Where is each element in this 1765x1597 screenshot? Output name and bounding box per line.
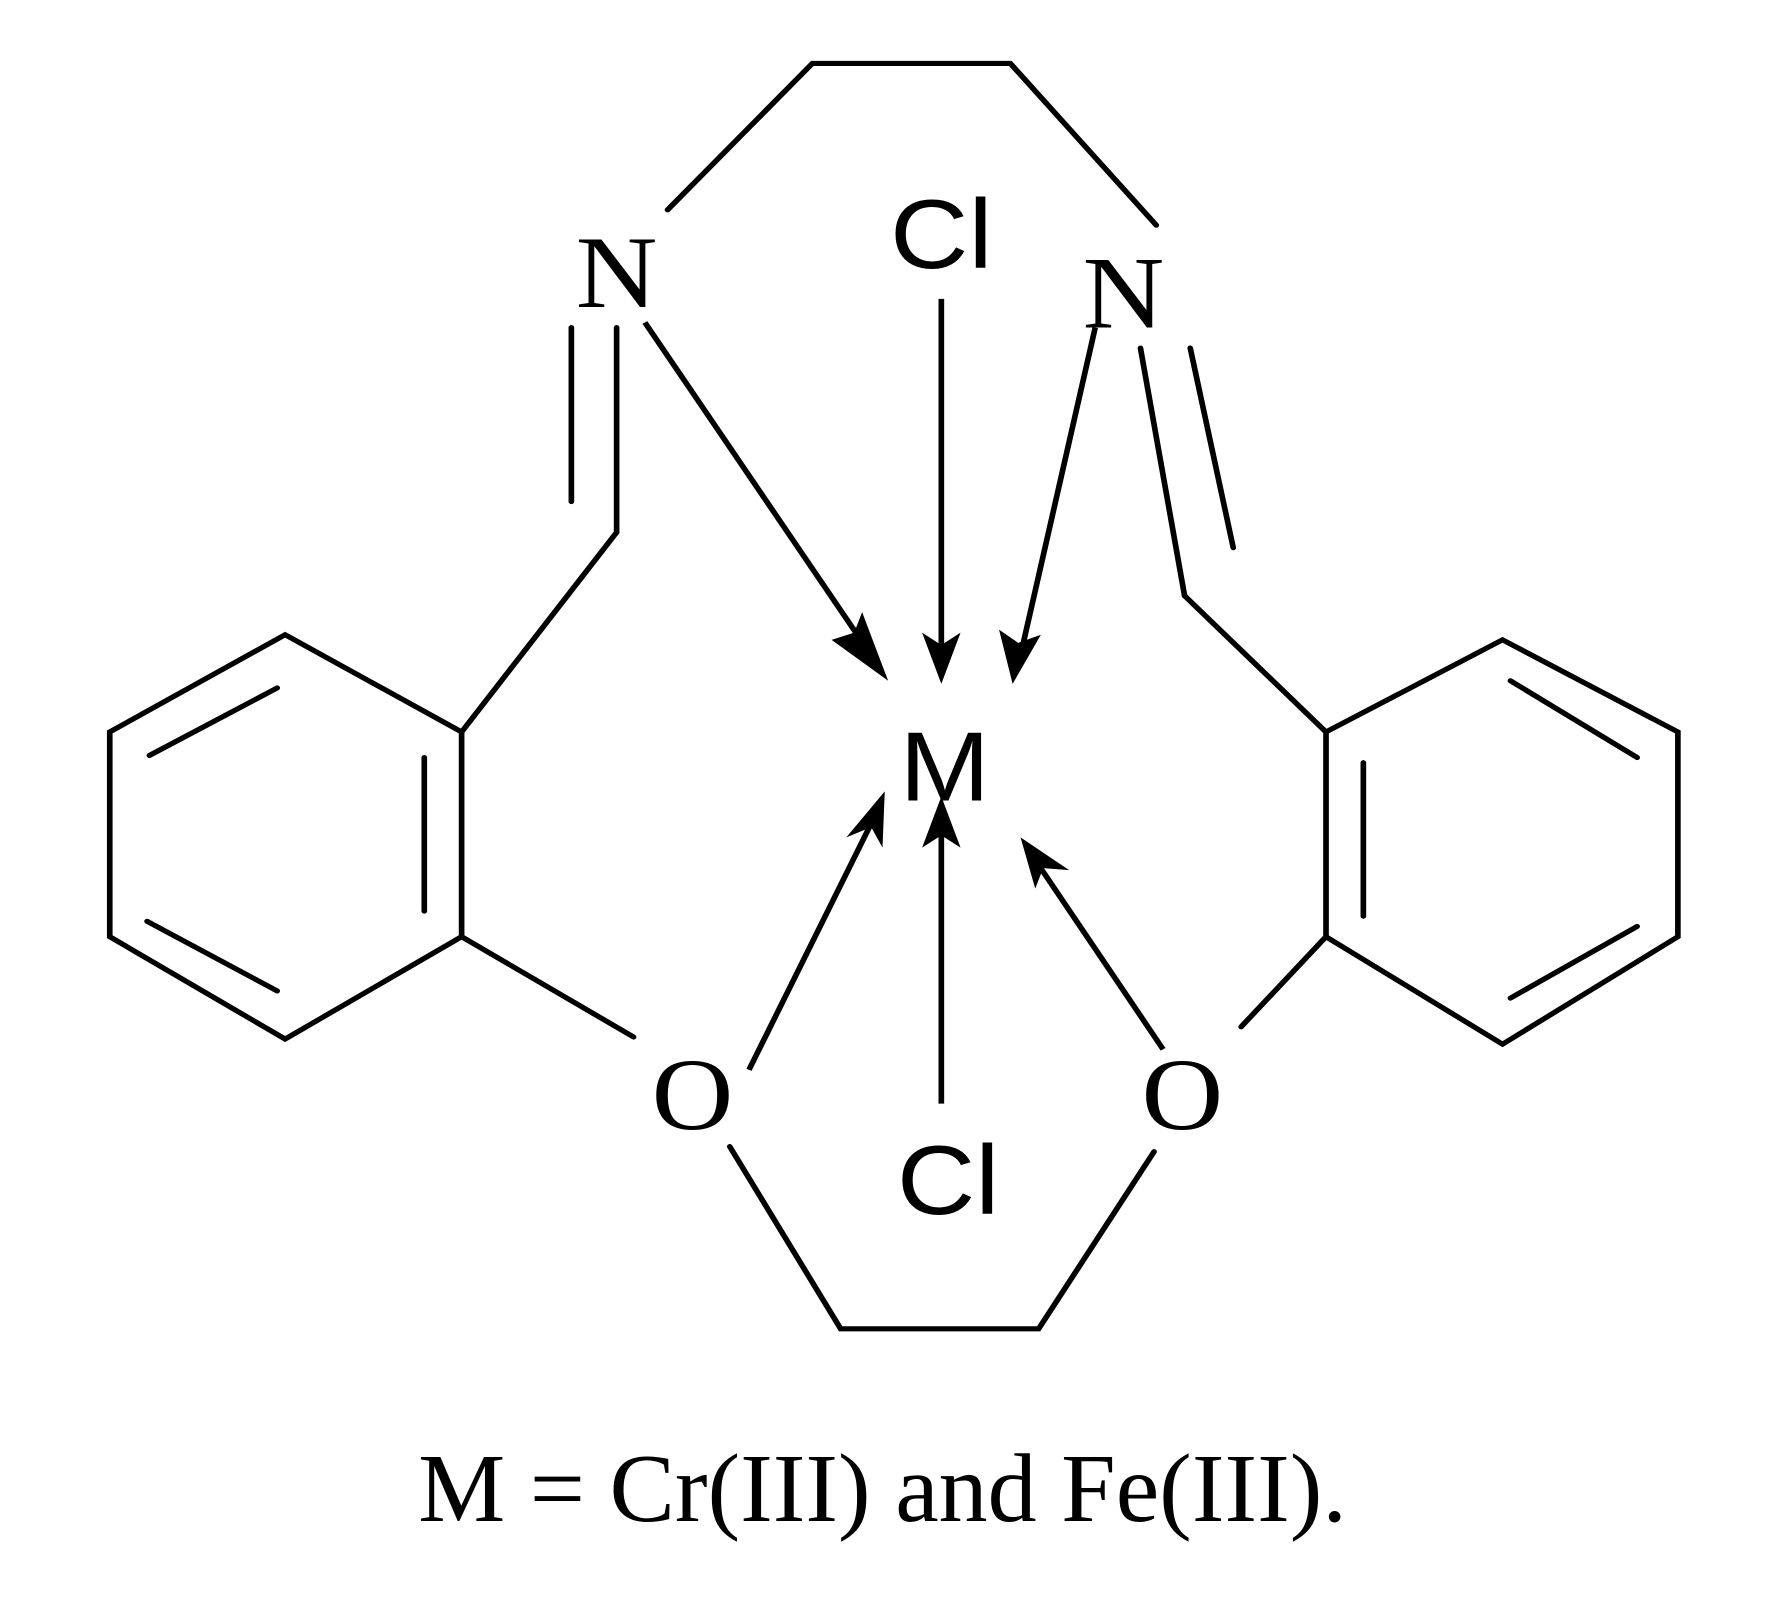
figure-caption: M = Cr(III) and Fe(III).: [418, 1435, 1347, 1543]
left-imine-group: [458, 325, 620, 735]
arrow-o-right-to-metal: [1020, 837, 1166, 1051]
atom-label-o-right: O: [1141, 1039, 1223, 1152]
atom-label-cl-top: Cl: [890, 179, 993, 289]
arrow-n-right-to-metal: [999, 327, 1098, 684]
arrow-n-left-to-metal: [642, 321, 889, 681]
right-benzene-ring: [1323, 636, 1681, 1048]
right-imine-group: [1137, 345, 1329, 735]
arrow-cl-bottom-to-metal: [922, 796, 961, 1104]
left-aryl-oxygen-bond: [458, 934, 637, 1040]
arrow-cl-top-to-metal: [922, 298, 961, 684]
top-ethylene-bridge: [664, 60, 1160, 228]
atom-label-metal: M: [899, 711, 989, 821]
atom-label-cl-bottom: Cl: [897, 1125, 1000, 1235]
bottom-ethylene-bridge: [726, 1144, 1157, 1332]
atom-label-n-left: N: [576, 217, 658, 330]
arrow-o-left-to-metal: [746, 791, 885, 1071]
atom-label-o-left: O: [652, 1039, 734, 1152]
right-aryl-oxygen-bond: [1238, 934, 1329, 1030]
atom-label-n-right: N: [1083, 237, 1165, 350]
left-benzene-ring: [106, 631, 465, 1043]
